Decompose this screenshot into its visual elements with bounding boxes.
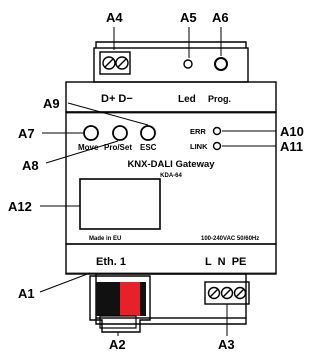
power-rating-label: 100-240VAC 50/60Hz [201,236,259,242]
err-led-icon [212,126,222,136]
callout-a7: A7 [18,126,35,141]
callout-a8: A8 [22,158,39,173]
proset-button[interactable] [112,125,128,141]
callout-a11: A11 [280,139,303,154]
device-title: KNX-DALI Gateway [127,159,215,170]
move-label: Move [78,143,99,152]
device-housing [65,41,277,325]
callout-a10: A10 [280,124,304,139]
callout-a3: A3 [218,337,235,352]
led-icon [183,59,193,69]
screw-terminal-icon [99,51,131,75]
err-label: ERR [190,127,206,136]
power-terminal-icon [204,281,250,305]
callout-a5: A5 [180,10,197,25]
ethernet-port-icon[interactable] [89,275,151,333]
led-label: Led [178,94,196,105]
callout-a12: A12 [8,199,32,214]
callout-leaders [39,27,276,336]
link-led-icon [212,141,222,151]
move-button[interactable] [83,125,99,141]
display-window [79,178,161,230]
esc-label: ESC [140,143,157,152]
bus-terminal-label: D+ D− [101,93,133,105]
power-terminal-label: L N PE [205,256,246,268]
callout-a9: A9 [43,96,60,111]
made-in-label: Made in EU [89,236,121,242]
prog-label: Prog. [208,94,231,104]
eth-label: Eth. 1 [96,256,126,268]
esc-button[interactable] [140,125,156,141]
callout-a1: A1 [18,286,35,301]
prog-button[interactable] [214,57,228,71]
callout-a2: A2 [109,337,126,352]
device-model: KDA-64 [160,173,182,179]
link-label: LINK [190,142,208,151]
callout-a4: A4 [106,10,123,25]
proset-label: Pro/Set [104,143,132,152]
callout-a6: A6 [212,10,229,25]
